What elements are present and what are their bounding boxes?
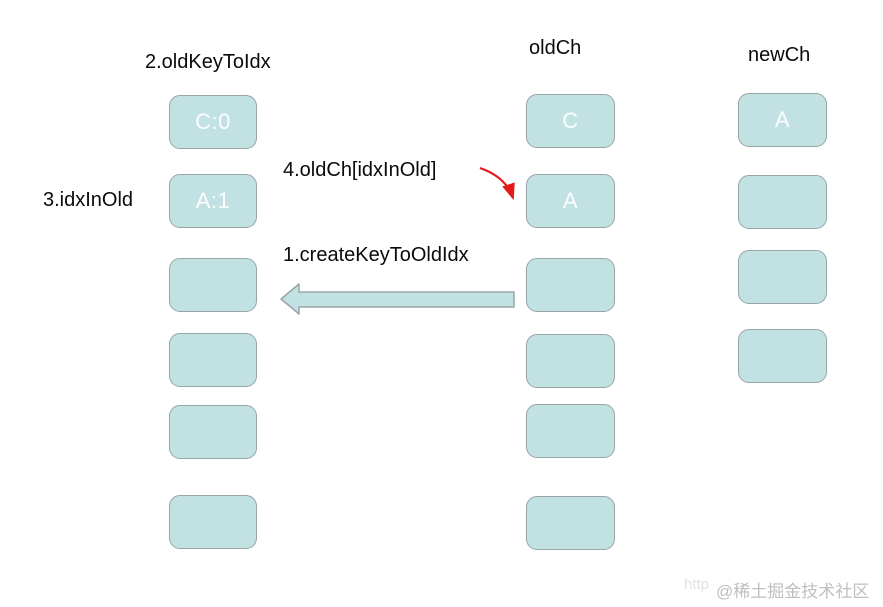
old-ch-title: oldCh [529, 37, 582, 59]
box-label: C:0 [195, 109, 231, 134]
old-ch-lookup-arrow-icon [479, 166, 515, 201]
old-ch-box-5 [526, 496, 615, 550]
old-ch-box-1: A [526, 174, 615, 228]
box-label: A:1 [195, 188, 231, 213]
old-key-to-idx-title: 2.oldKeyToIdx [145, 51, 271, 73]
old-ch-box-2 [526, 258, 615, 312]
new-ch-box-3 [738, 329, 827, 383]
box-label: A [774, 107, 791, 132]
new-ch-title: newCh [748, 44, 811, 66]
box-label: C [562, 108, 579, 133]
url-watermark-ghost: http [684, 576, 710, 593]
old-ch-box-4 [526, 404, 615, 458]
box-label: A [562, 188, 579, 213]
old-ch-box-3 [526, 334, 615, 388]
old-key-to-idx-box-5 [169, 495, 257, 549]
new-ch-box-2 [738, 250, 827, 304]
old-key-to-idx-box-4 [169, 405, 257, 459]
old-ch-lookup-label: 4.oldCh[idxInOld] [283, 159, 437, 181]
old-key-to-idx-box-2 [169, 258, 257, 312]
old-ch-box-0: C [526, 94, 615, 148]
old-key-to-idx-box-3 [169, 333, 257, 387]
create-key-to-old-idx-arrow-icon [280, 283, 515, 315]
idx-in-old-label: 3.idxInOld [43, 189, 134, 211]
new-ch-box-1 [738, 175, 827, 229]
new-ch-box-0: A [738, 93, 827, 147]
create-key-to-old-idx-label: 1.createKeyToOldIdx [283, 244, 469, 266]
old-key-to-idx-box-1: A:1 [169, 174, 257, 228]
juejin-watermark: @稀土掘金技术社区 [716, 582, 870, 601]
old-key-to-idx-box-0: C:0 [169, 95, 257, 149]
